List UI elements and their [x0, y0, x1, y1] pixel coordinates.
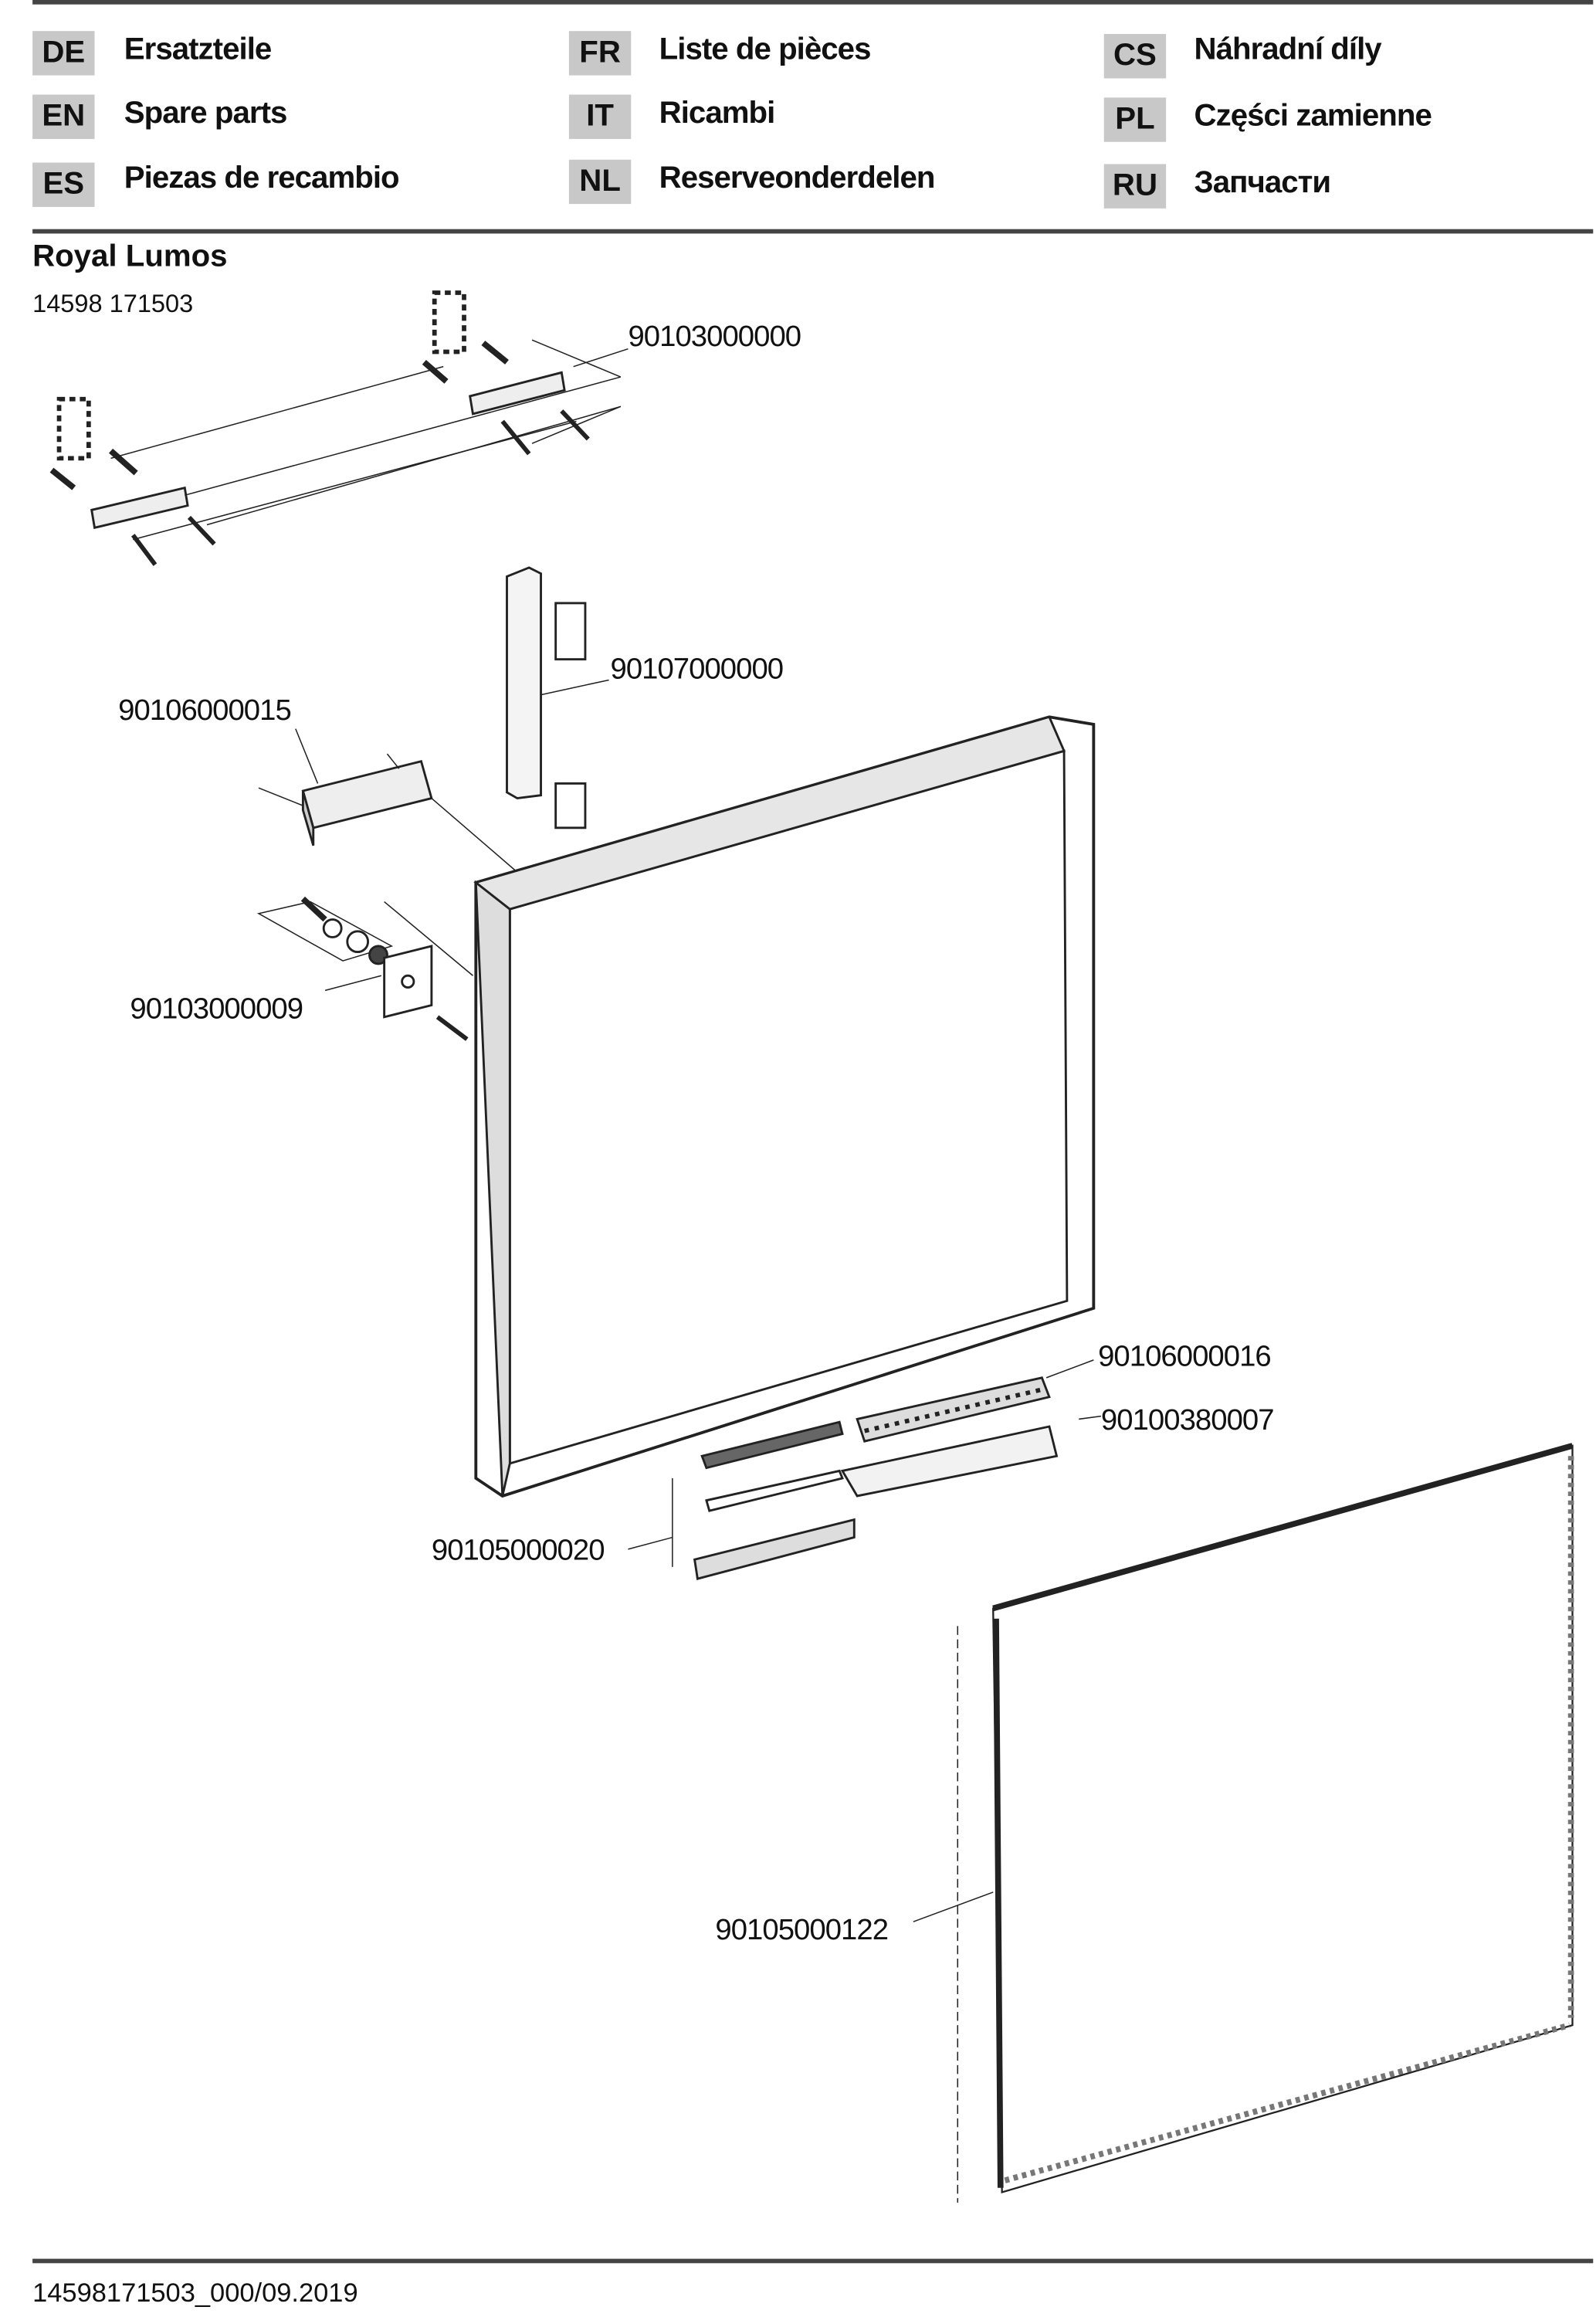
lang-label: Piezas de recambio: [124, 161, 400, 195]
top-divider: [32, 0, 1594, 5]
lang-code: DE: [32, 31, 95, 76]
part-number-switch-module: 90106000016: [1098, 1340, 1272, 1374]
lang-code: RU: [1103, 164, 1167, 209]
mirror-glass-panel: [913, 1443, 1574, 2203]
part-number-driver-box: 90106000015: [118, 694, 292, 728]
footer-divider: [32, 2258, 1594, 2264]
part-number-mirror-glass: 90105000122: [715, 1914, 889, 1947]
lang-code: CS: [1103, 34, 1167, 79]
part-number-bottom-holder: 90100380007: [1100, 1404, 1275, 1437]
mirror-frame: [473, 715, 1096, 1498]
lang-label: Liste de pièces: [659, 32, 872, 67]
lang-code: IT: [568, 94, 632, 139]
lang-label: Spare parts: [124, 96, 288, 131]
part-number-mount-kit: 90103000009: [130, 993, 303, 1026]
lang-code: FR: [568, 31, 632, 76]
mount-kit: [256, 896, 473, 1041]
lang-code: NL: [568, 159, 632, 205]
lang-label: Ricambi: [659, 96, 776, 131]
lang-label: Náhradní díly: [1194, 32, 1382, 67]
lang-label: Reserveonderdelen: [659, 161, 936, 195]
lang-label: Запчасти: [1194, 165, 1332, 200]
bottom-components: [628, 1359, 1102, 1580]
wall-bracket-set: [49, 290, 629, 566]
lang-label: Ersatzteile: [124, 32, 273, 67]
driver-box: [258, 728, 518, 873]
document-code: 14598171503_000/09.2019: [32, 2278, 358, 2308]
product-number: 14598 171503: [32, 290, 194, 318]
part-number-side-profile: 90107000000: [610, 653, 784, 687]
side-profile: [506, 566, 609, 829]
lang-code: PL: [1103, 97, 1167, 142]
lang-label: Części zamienne: [1194, 99, 1432, 134]
part-number-wall-brackets: 90103000000: [628, 321, 801, 354]
part-number-led-strip-cover: 90105000020: [431, 1534, 605, 1567]
product-name: Royal Lumos: [32, 239, 228, 274]
header-divider: [32, 229, 1594, 234]
lang-code: EN: [32, 94, 95, 139]
lang-code: ES: [32, 162, 95, 207]
